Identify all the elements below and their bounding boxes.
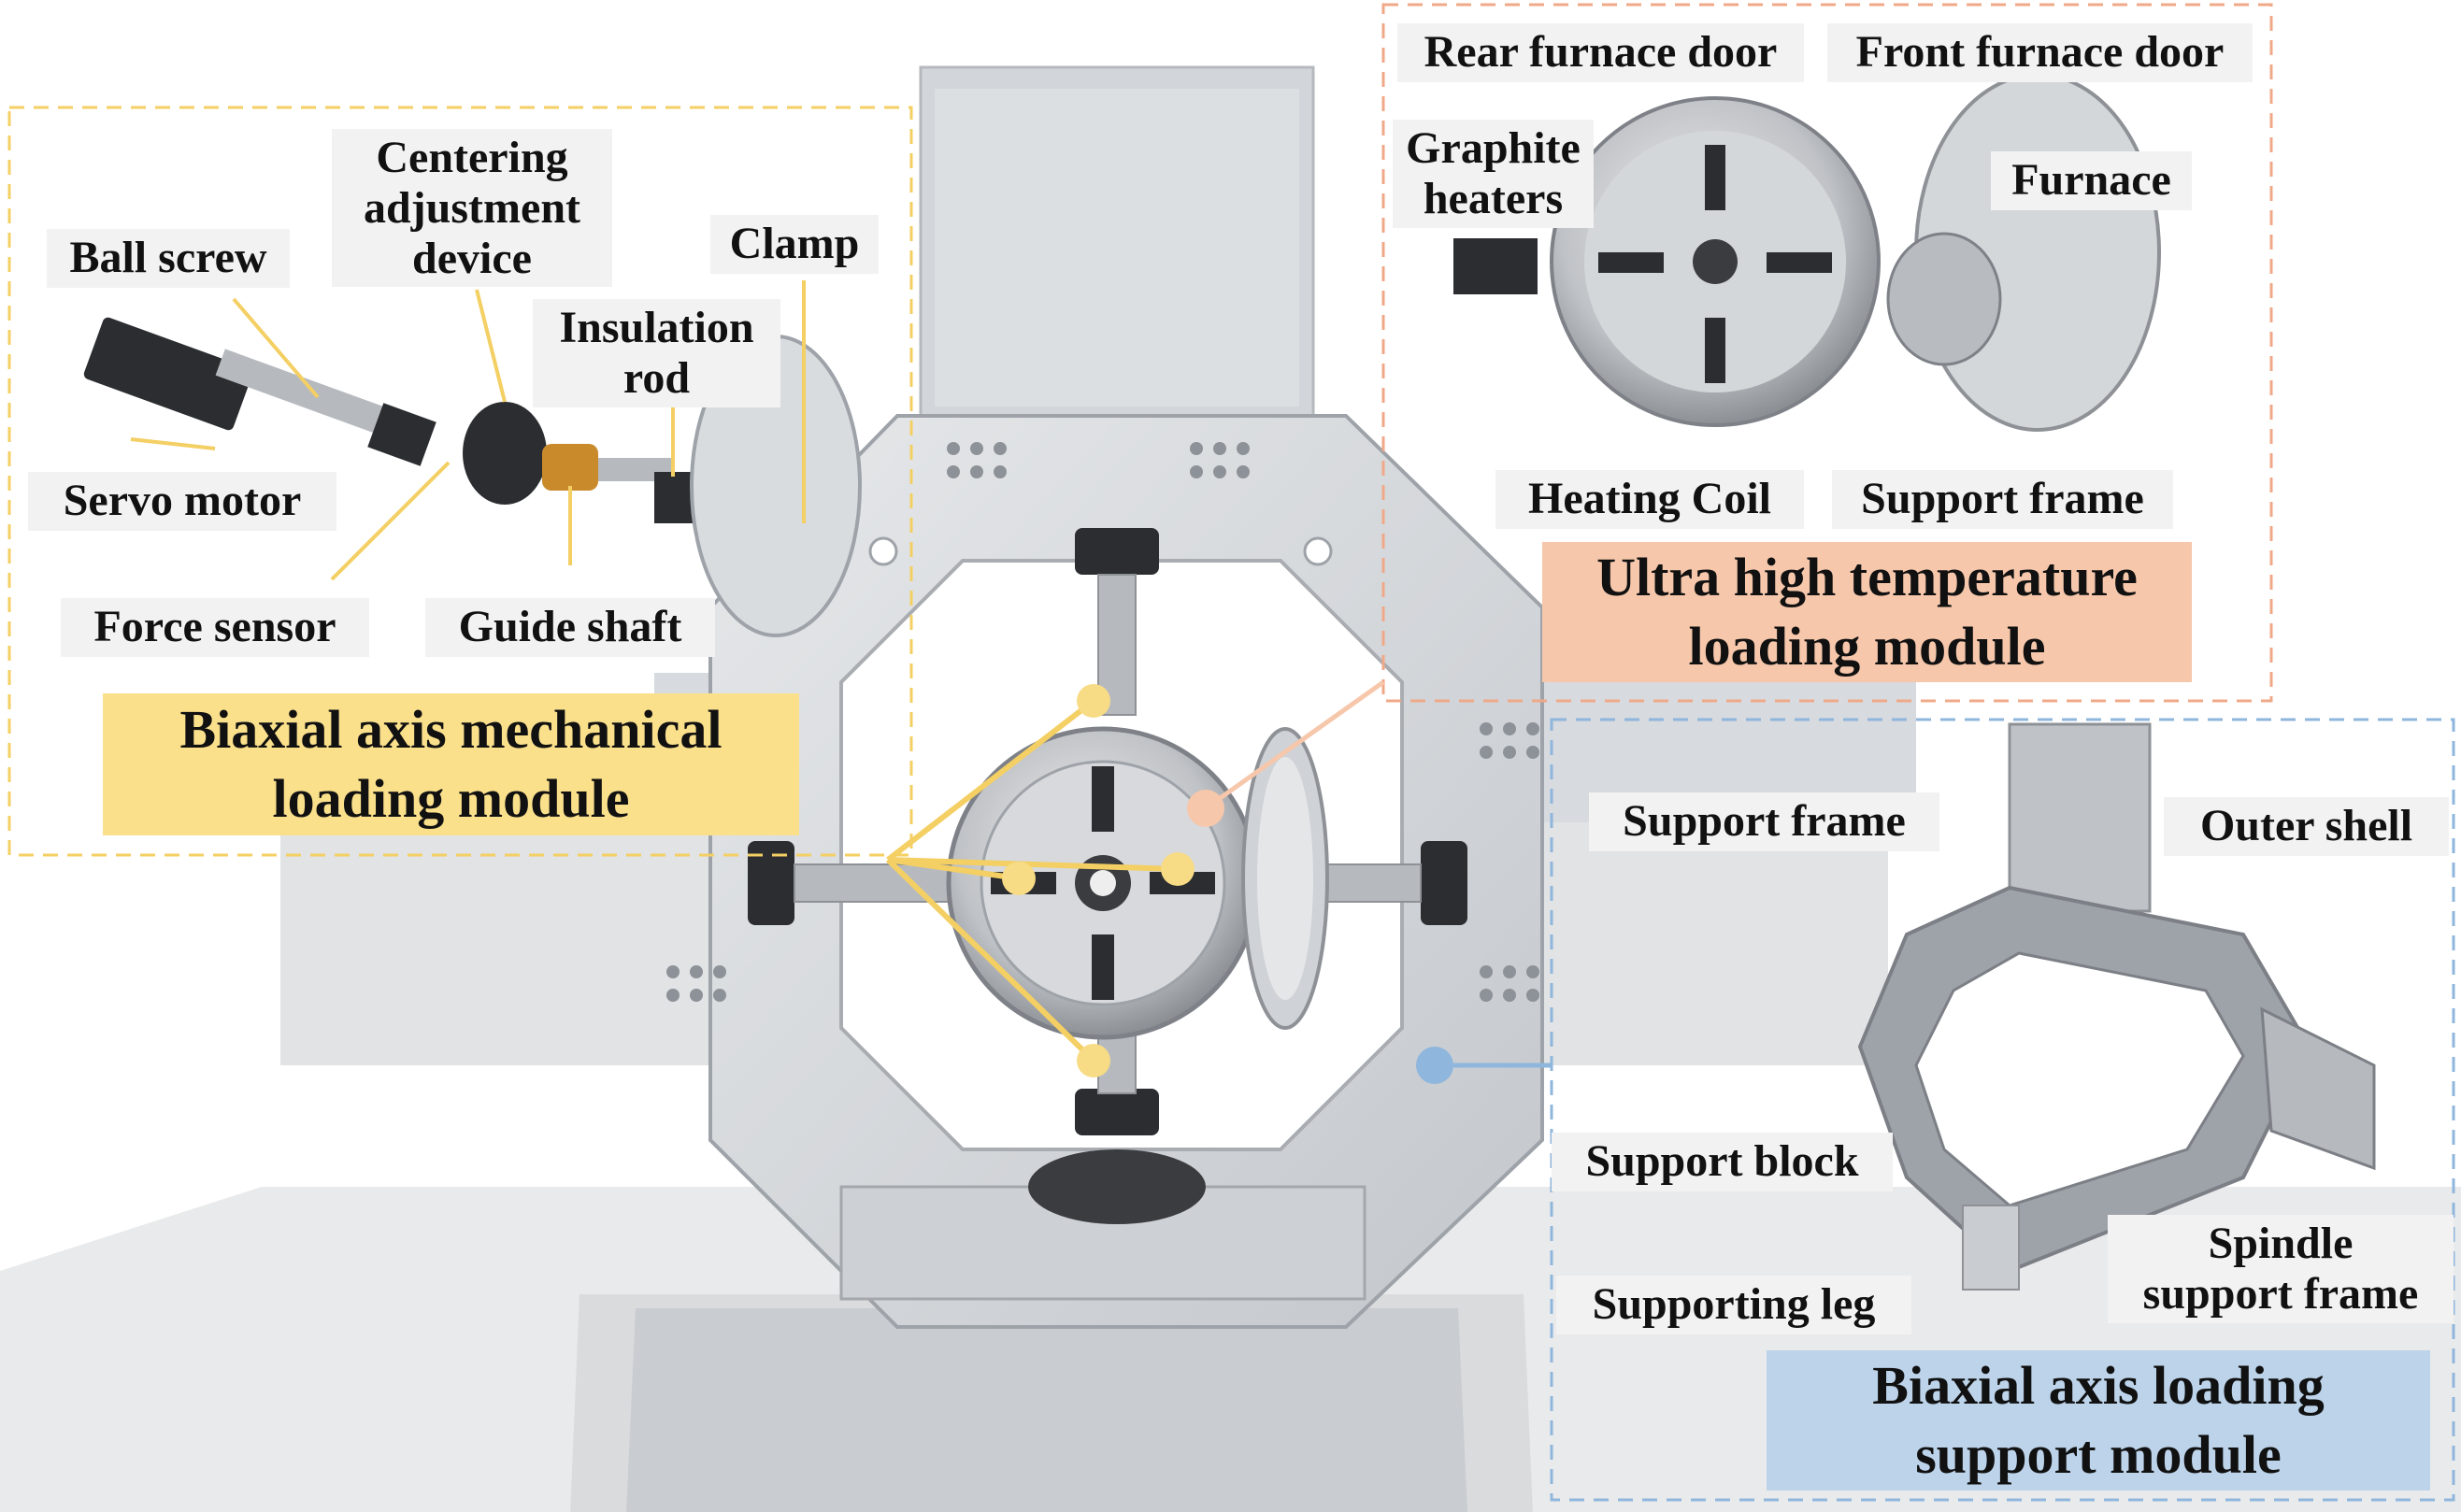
furnace-label: Furnace bbox=[1991, 151, 2192, 210]
central-furnace bbox=[946, 726, 1329, 1040]
support-frame-label: Support frame bbox=[1589, 792, 1939, 851]
clamp-label: Clamp bbox=[710, 215, 879, 274]
support-module-title: Biaxial axis loading support module bbox=[1767, 1350, 2430, 1491]
outer-shell-label: Outer shell bbox=[2164, 797, 2449, 856]
module-callouts bbox=[885, 679, 1552, 1084]
ball-screw-label: Ball screw bbox=[47, 229, 290, 288]
mechanical-inset bbox=[83, 317, 862, 637]
heating-coil-label: Heating Coil bbox=[1495, 470, 1804, 529]
insulation-rod-label: Insulation rod bbox=[533, 299, 780, 407]
mechanical-module-title: Biaxial axis mechanical loading module bbox=[103, 693, 799, 835]
guide-shaft-label: Guide shaft bbox=[425, 598, 715, 657]
support-block-label: Support block bbox=[1552, 1133, 1893, 1191]
module-frames bbox=[7, 3, 2455, 1502]
outer-shell-block bbox=[919, 65, 1315, 434]
support-frame-label-top: Support frame bbox=[1832, 470, 2173, 529]
centering-adjustment-label: Centering adjustment device bbox=[332, 129, 612, 288]
front-furnace-door-label: Front furnace door bbox=[1827, 23, 2253, 82]
servo-motor-label: Servo motor bbox=[28, 472, 336, 531]
rear-furnace-door-label: Rear furnace door bbox=[1397, 23, 1804, 82]
temperature-inset bbox=[1453, 73, 2161, 432]
supporting-leg-label: Supporting leg bbox=[1556, 1276, 1911, 1334]
graphite-heaters-label: Graphite heaters bbox=[1393, 120, 1594, 228]
spindle-support-frame-label: Spindle support frame bbox=[2108, 1215, 2454, 1323]
support-inset bbox=[1857, 722, 2376, 1291]
temperature-module-title: Ultra high temperature loading module bbox=[1542, 542, 2192, 682]
force-sensor-label: Force sensor bbox=[61, 598, 369, 657]
